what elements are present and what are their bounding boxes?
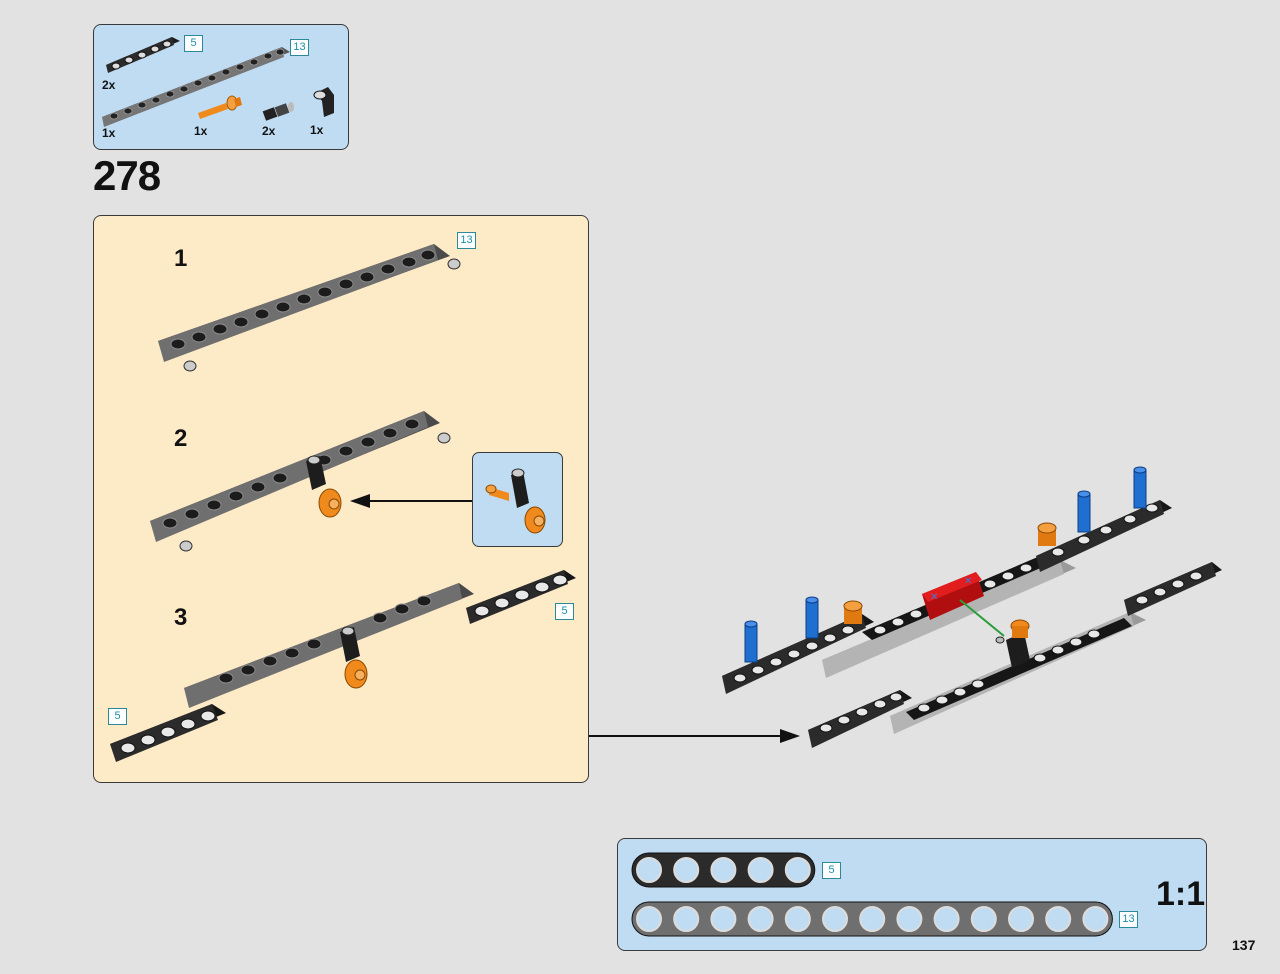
ruler-hole: [933, 906, 960, 932]
parts-list-box: 5 13 2x 1x 1x 2x 1x: [93, 24, 349, 150]
model-front-left-dark-beam: [808, 690, 912, 748]
orange-axle-pin-part: [198, 95, 242, 119]
main-arrow: [589, 729, 800, 743]
parts-list-illustration: [102, 37, 334, 127]
ruler-hole: [673, 906, 700, 932]
beam-5-part: [106, 37, 180, 73]
ruler-length-tag-5: 5: [822, 862, 841, 879]
substep-3-length-tag-left: 5: [108, 708, 127, 725]
beam-13-part: [102, 47, 290, 127]
model-back-grey-beam: [822, 560, 1076, 678]
ruler-hole: [710, 857, 737, 883]
ruler-hole: [784, 857, 811, 883]
ruler-hole: [747, 906, 774, 932]
substep-3-number: 3: [174, 604, 188, 631]
model-guide-line: [959, 599, 1005, 637]
length-ruler-box: 5 13 1:1: [617, 838, 1207, 951]
scale-label: 1:1: [1156, 875, 1206, 913]
model-back-left-dark-beam: [722, 614, 874, 694]
substep-1-beam: [158, 244, 461, 372]
ruler-hole: [822, 906, 848, 932]
ruler-hole: [970, 906, 997, 932]
model-front-grey-beam: [890, 612, 1146, 734]
model-middle-dark-beam: [862, 556, 1050, 640]
model-front-right-dark-beam: [1124, 562, 1222, 616]
ruler-hole: [636, 857, 662, 883]
ruler-hole: [1045, 906, 1072, 932]
model-red-connector: ✕ ✕: [922, 572, 984, 620]
quantity-beam-5: 2x: [102, 78, 116, 92]
ruler-hole: [784, 906, 811, 932]
model-front-middle-dark-beam: [906, 618, 1132, 720]
model-blue-pins: [744, 466, 1147, 663]
page-number: 137: [1232, 937, 1256, 953]
quantity-angle-connector: 1x: [310, 123, 324, 137]
ruler-illustration: [631, 852, 1113, 937]
substep-2-beam: [150, 411, 451, 552]
substep-2-arrow: [350, 494, 472, 508]
svg-text:✕: ✕: [930, 592, 938, 603]
model-orange-pin-left: [843, 600, 863, 624]
svg-text:✕: ✕: [964, 576, 972, 587]
model-orange-pin-right: [1037, 522, 1057, 546]
substep-3-length-tag-right: 5: [555, 603, 574, 620]
ruler-hole: [636, 906, 662, 932]
angle-connector-part: [313, 87, 334, 117]
model-back-right-dark-beam: [1036, 500, 1172, 572]
ruler-hole: [710, 906, 737, 932]
quantity-bush-connector: 2x: [262, 124, 276, 138]
ruler-hole: [896, 906, 923, 932]
model-front-bush-pin: [995, 619, 1030, 668]
quantity-orange-pin: 1x: [194, 124, 208, 138]
ruler-hole: [1082, 906, 1109, 932]
length-tag-5: 5: [184, 35, 203, 52]
substep-2-number: 2: [174, 425, 188, 452]
subassembly-illustration: [110, 244, 576, 762]
black-bush-connector-part: [262, 102, 294, 121]
step-number: 278: [93, 152, 161, 199]
subassembly-box: 1 13 2 3 5 5: [93, 215, 589, 783]
substep-1-length-tag: 13: [457, 232, 476, 249]
ruler-length-tag-13: 13: [1119, 911, 1138, 928]
ruler-hole: [1008, 906, 1034, 932]
ruler-hole: [673, 857, 700, 883]
length-tag-13: 13: [290, 39, 309, 56]
ruler-hole: [747, 857, 774, 883]
substep-3-assembly: [110, 570, 576, 762]
ruler-hole: [859, 906, 886, 932]
callout-illustration: [485, 468, 546, 534]
substep-1-number: 1: [174, 245, 188, 272]
substep-2-callout: [472, 452, 563, 547]
quantity-beam-13: 1x: [102, 126, 116, 140]
